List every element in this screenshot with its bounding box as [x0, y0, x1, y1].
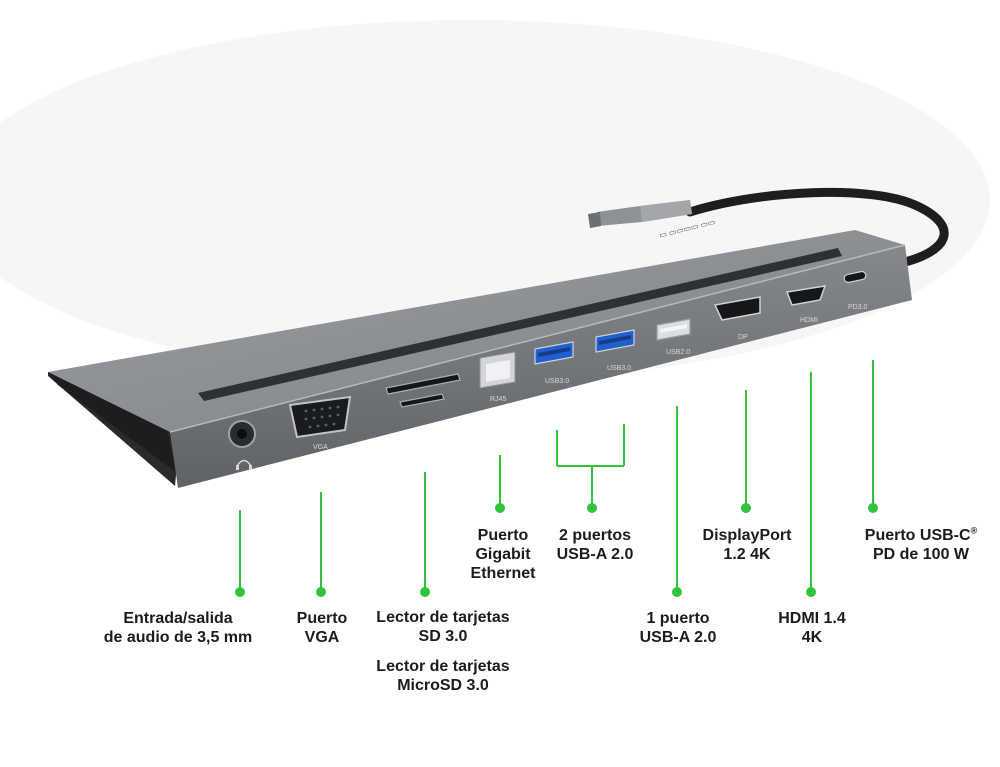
- label-hdmi: HDMI 1.4 4K: [778, 610, 846, 646]
- usb-a-3-port-1: USB3.0: [534, 341, 574, 385]
- usb-c-pd-port: PD3.0: [843, 270, 868, 311]
- usb-a-3-port-2: USB3.0: [595, 329, 635, 372]
- usb3-port-1-label: USB3.0: [545, 378, 569, 385]
- usb-c-pd-label: PD3.0: [848, 304, 868, 311]
- usb3-port-2-label: USB3.0: [607, 365, 631, 372]
- audio-jack: [228, 420, 256, 448]
- label-usbc: Puerto USB-C® PD de 100 W: [864, 525, 978, 563]
- usb-c-plug: [588, 200, 692, 228]
- usb-a-2-port: USB2.0: [656, 318, 691, 356]
- hdmi-port: HDMI: [785, 285, 827, 324]
- vga-port: VGA: [288, 395, 352, 451]
- microsd-card-slot: [399, 393, 445, 408]
- sd-card-slot: [385, 373, 461, 395]
- label-usb-1x: 1 puerto USB-A 2.0: [639, 610, 717, 646]
- headphone-icon: [236, 459, 252, 470]
- usb2-port-label: USB2.0: [666, 349, 690, 356]
- displayport-port: DP: [713, 296, 761, 341]
- displayport-label: DP: [738, 334, 748, 341]
- hdmi-label: HDMI: [800, 317, 818, 324]
- callout-lines: [235, 360, 878, 597]
- label-ethernet: Puerto Gigabit Ethernet: [470, 527, 536, 582]
- usb-c-cable: [685, 187, 949, 267]
- label-sd: Lector de tarjetas SD 3.0: [376, 609, 510, 645]
- label-usb-2x: 2 puertos USB-A 2.0: [556, 527, 634, 563]
- label-displayport: DisplayPort 1.2 4K: [702, 527, 792, 563]
- label-microsd: Lector de tarjetas MicroSD 3.0: [376, 658, 510, 694]
- vga-port-label: VGA: [313, 444, 328, 451]
- dock-body: ▭ ▭▭▭▭ ▭▭: [48, 217, 912, 488]
- ethernet-port-label: RJ45: [490, 396, 506, 403]
- label-vga: Puerto VGA: [296, 610, 348, 646]
- ethernet-port: RJ45: [479, 351, 516, 403]
- label-audio: Entrada/salida de audio de 3,5 mm: [103, 610, 253, 646]
